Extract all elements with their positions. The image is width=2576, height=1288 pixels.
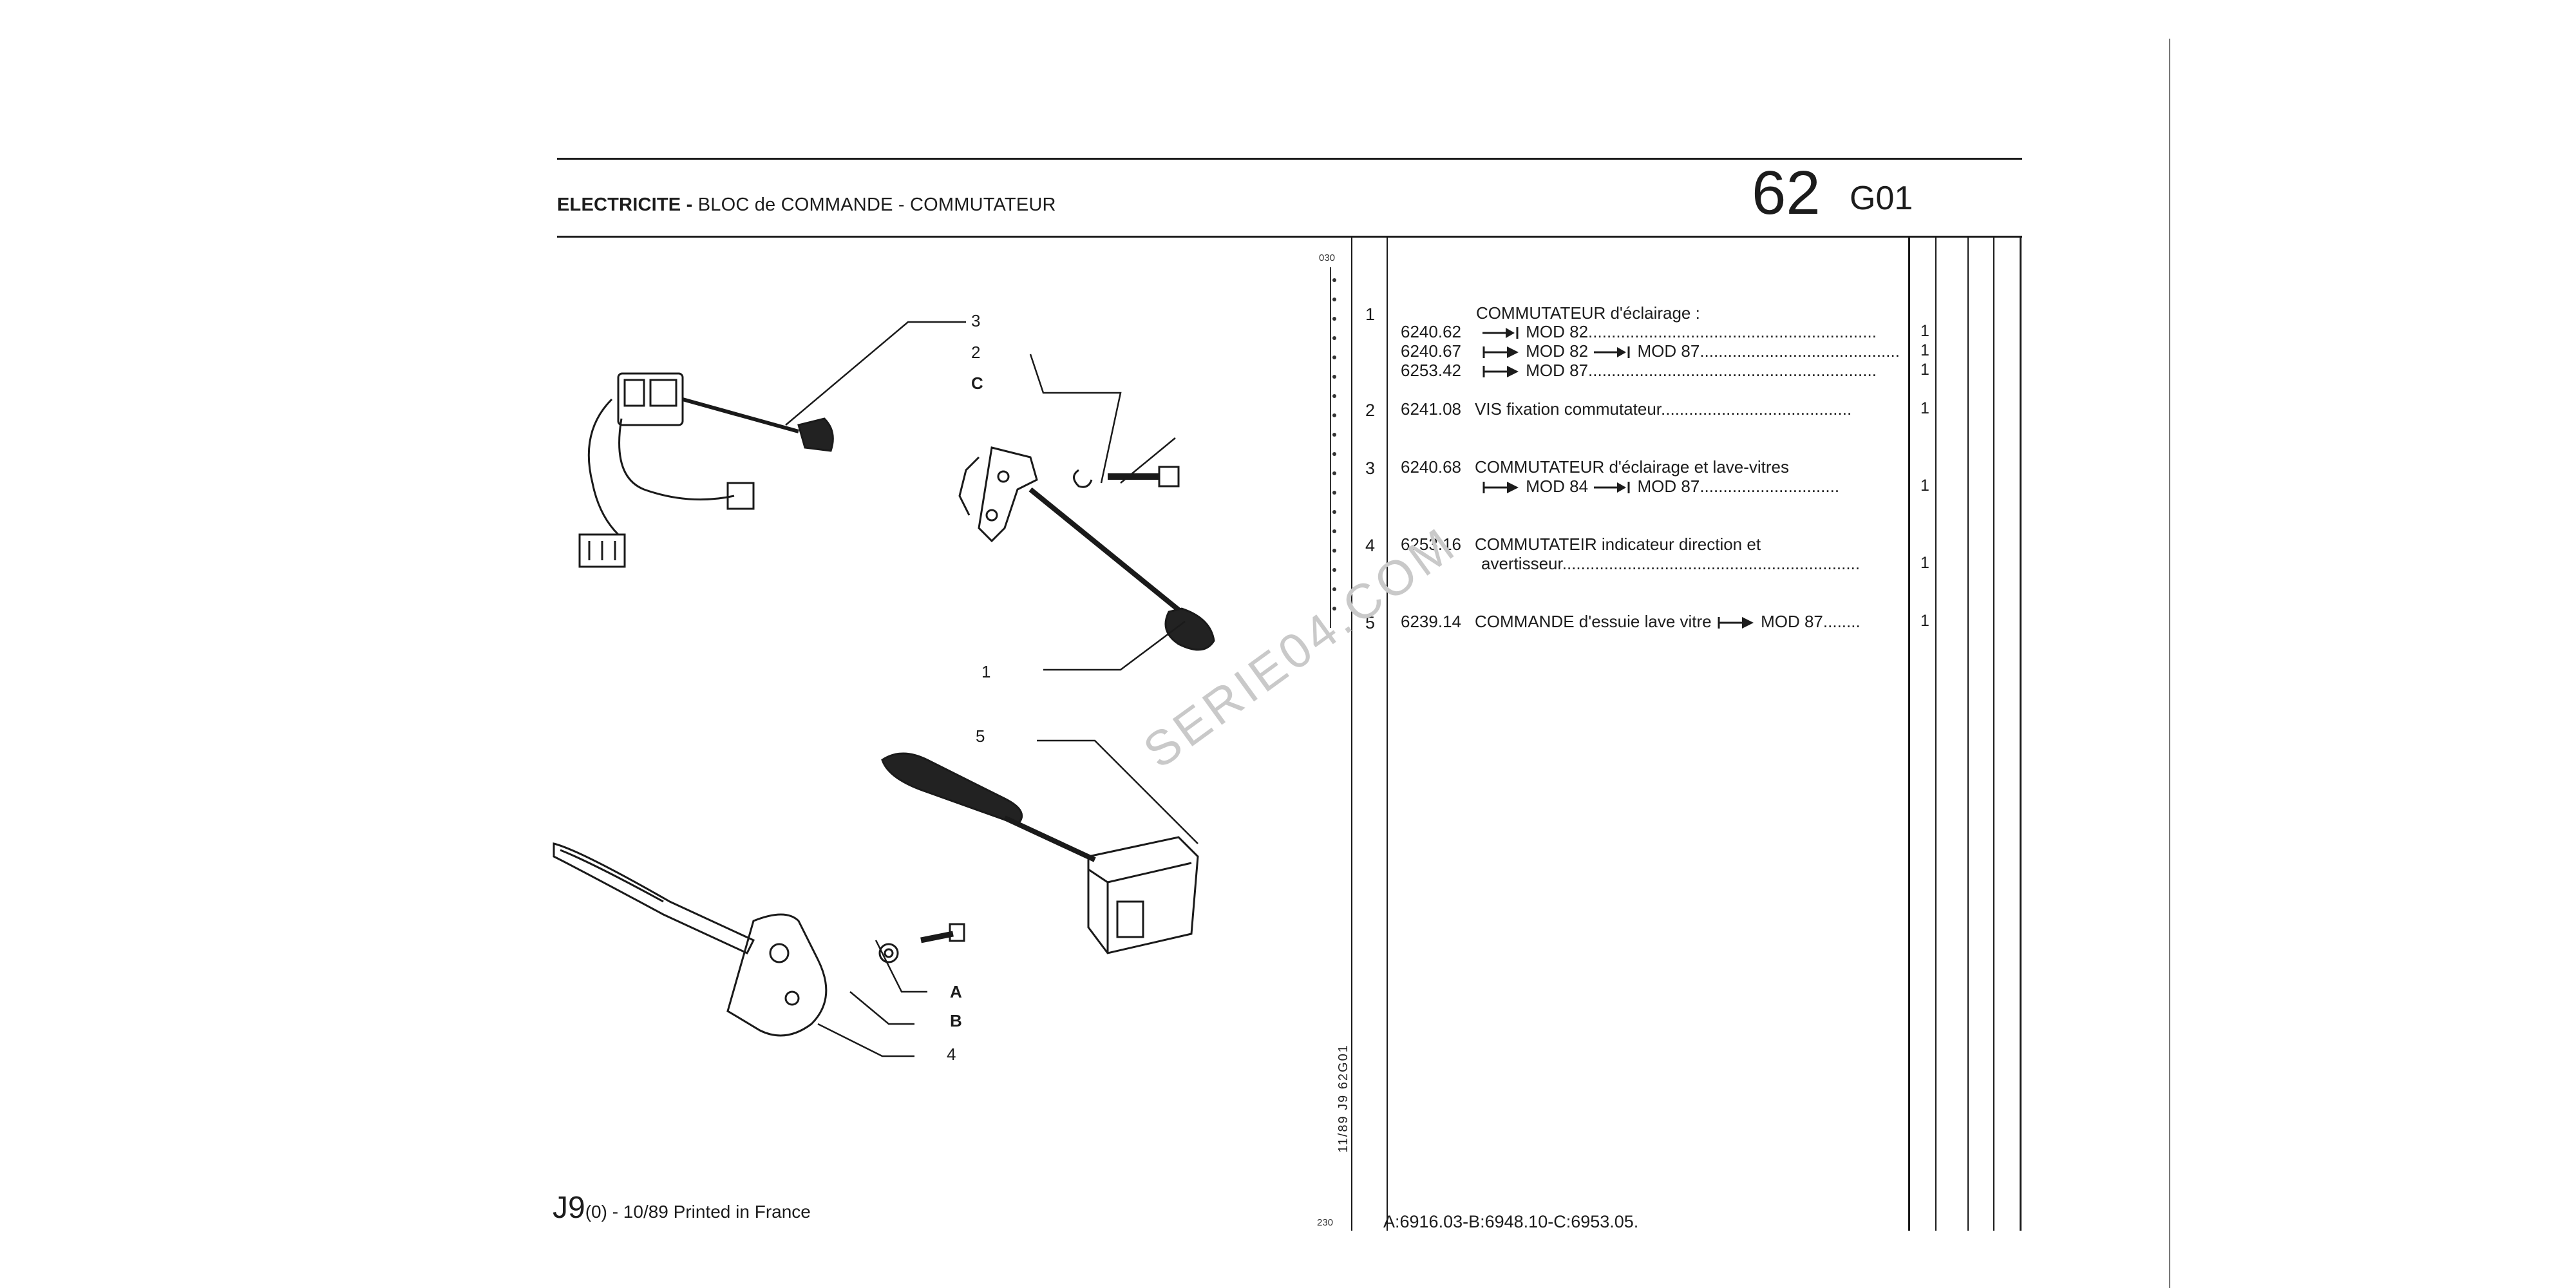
model-label: MOD 87 bbox=[1637, 477, 1700, 496]
part-description: COMMANDE d'essuie lave vitre bbox=[1475, 612, 1712, 631]
callout-label: 1 bbox=[981, 662, 991, 681]
row-index: 3 bbox=[1365, 459, 1376, 478]
part-ref: 6240.62 bbox=[1401, 322, 1461, 341]
callout-label: 5 bbox=[976, 726, 985, 746]
part-ref: 6240.68 bbox=[1401, 457, 1461, 477]
part-line: COMMANDE d'essuie lave vitre MOD 87.....… bbox=[1475, 612, 1861, 632]
table-col-rule bbox=[1387, 236, 1388, 1231]
footer-print-info: J9(0) - 10/89 Printed in France bbox=[553, 1190, 811, 1226]
bar-to-arrow-icon bbox=[1482, 366, 1519, 378]
bar-to-arrow-icon bbox=[1482, 482, 1519, 494]
leader-dots: ........................................… bbox=[1661, 399, 1852, 419]
row-index: 4 bbox=[1365, 536, 1376, 555]
part-ref: 6240.67 bbox=[1401, 341, 1461, 361]
table-col-rule bbox=[1908, 236, 1910, 1231]
callout-label: 3 bbox=[971, 311, 981, 330]
switch-5-drawing bbox=[881, 752, 1199, 954]
section-subtitle: BLOC de COMMANDE - COMMUTATEUR bbox=[697, 194, 1056, 215]
margin-code-top: 030 bbox=[1319, 252, 1336, 263]
bar-to-arrow-icon bbox=[1718, 617, 1754, 629]
callout-label: 4 bbox=[947, 1045, 956, 1064]
leader-dots: ........ bbox=[1823, 612, 1861, 631]
arrow-to-bar-icon bbox=[1594, 346, 1630, 359]
model-label: MOD 87 bbox=[1637, 341, 1700, 361]
section-title: ELECTRICITE - bbox=[557, 194, 693, 215]
part-qty: 1 bbox=[1920, 322, 1929, 340]
row-title: COMMUTATEUR d'éclairage : bbox=[1476, 303, 1700, 323]
table-col-rule bbox=[1967, 236, 1969, 1231]
part-description-cont: avertisseur bbox=[1481, 554, 1562, 573]
part-description: COMMUTATEIR indicateur direction et bbox=[1475, 535, 1761, 554]
table-col-rule bbox=[1993, 236, 1994, 1231]
screw-2-drawing bbox=[1108, 466, 1180, 488]
clip-c-drawing bbox=[1073, 469, 1093, 488]
part-description: COMMUTATEUR d'éclairage et lave-vitres bbox=[1475, 457, 1789, 477]
part-ref: 6241.08 bbox=[1401, 399, 1461, 419]
page-title: ELECTRICITE - BLOC de COMMANDE - COMMUTA… bbox=[557, 194, 1056, 216]
row-index: 2 bbox=[1365, 401, 1376, 420]
top-rule bbox=[557, 158, 2022, 160]
footer-code: J9 bbox=[553, 1191, 585, 1225]
footer-notes: A:6916.03-B:6948.10-C:6953.05. bbox=[1383, 1212, 1639, 1231]
table-col-rule bbox=[1351, 236, 1352, 1231]
arrow-to-bar-icon bbox=[1482, 327, 1519, 339]
callout-label: B bbox=[950, 1011, 962, 1030]
callout-label: 2 bbox=[971, 343, 981, 362]
part-qty: 1 bbox=[1920, 361, 1929, 379]
part-qty: 1 bbox=[1920, 341, 1929, 359]
group-code: G01 bbox=[1850, 180, 1913, 217]
leader-lines bbox=[785, 321, 1198, 1057]
header-rule bbox=[557, 236, 2022, 238]
part-ref: 6253.42 bbox=[1401, 361, 1461, 380]
part-qty: 1 bbox=[1920, 399, 1929, 417]
part-line: MOD 82..................................… bbox=[1481, 322, 1877, 342]
part-qty: 1 bbox=[1920, 477, 1929, 495]
part-ref: 6253.16 bbox=[1401, 535, 1461, 554]
arrow-to-bar-icon bbox=[1594, 482, 1630, 494]
part-qty: 1 bbox=[1920, 554, 1929, 572]
vertical-page-code: 11/89 J9 62G01 bbox=[1336, 1044, 1350, 1153]
leader-dots: ........................................… bbox=[1562, 554, 1861, 573]
page-edge-line bbox=[2169, 39, 2170, 1288]
part-line: avertisseur.............................… bbox=[1481, 554, 1860, 574]
row-index: 5 bbox=[1365, 613, 1376, 632]
part-description: VIS fixation commutateur bbox=[1475, 399, 1662, 419]
switch-3-drawing bbox=[578, 372, 834, 568]
part-line: VIS fixation commutateur................… bbox=[1475, 399, 1852, 419]
part-line: MOD 84 MOD 87...........................… bbox=[1481, 477, 1839, 497]
part-line: MOD 87..................................… bbox=[1481, 361, 1877, 381]
model-label: MOD 87 bbox=[1761, 612, 1823, 631]
bar-to-arrow-icon bbox=[1482, 346, 1519, 359]
callout-label: C bbox=[971, 374, 983, 393]
part-qty: 1 bbox=[1920, 612, 1929, 630]
leader-dots: ........................................… bbox=[1588, 322, 1877, 341]
margin-code-bottom: 230 bbox=[1317, 1217, 1334, 1228]
row-index: 1 bbox=[1365, 305, 1376, 324]
part-ref: 6239.14 bbox=[1401, 612, 1461, 631]
switch-1-drawing bbox=[958, 446, 1215, 651]
parts-illustration bbox=[553, 321, 1215, 1057]
model-label: MOD 84 bbox=[1526, 477, 1589, 496]
footer-print-text: (0) - 10/89 Printed in France bbox=[585, 1202, 811, 1222]
model-label: MOD 87 bbox=[1526, 361, 1589, 380]
model-label: MOD 82 bbox=[1526, 322, 1589, 341]
leader-dots: ........................................… bbox=[1588, 361, 1877, 380]
table-col-rule bbox=[1935, 236, 1937, 1231]
table-col-rule bbox=[2020, 236, 2022, 1231]
leader-dots: ........................................… bbox=[1700, 341, 1900, 361]
switch-4-drawing bbox=[553, 842, 965, 1037]
part-line: MOD 82 MOD 87...........................… bbox=[1481, 341, 1900, 361]
group-number: 62 bbox=[1752, 158, 1821, 227]
callout-label: A bbox=[950, 982, 962, 1001]
model-label: MOD 82 bbox=[1526, 341, 1589, 361]
margin-ticks bbox=[1330, 267, 1336, 628]
leader-dots: .............................. bbox=[1700, 477, 1840, 496]
